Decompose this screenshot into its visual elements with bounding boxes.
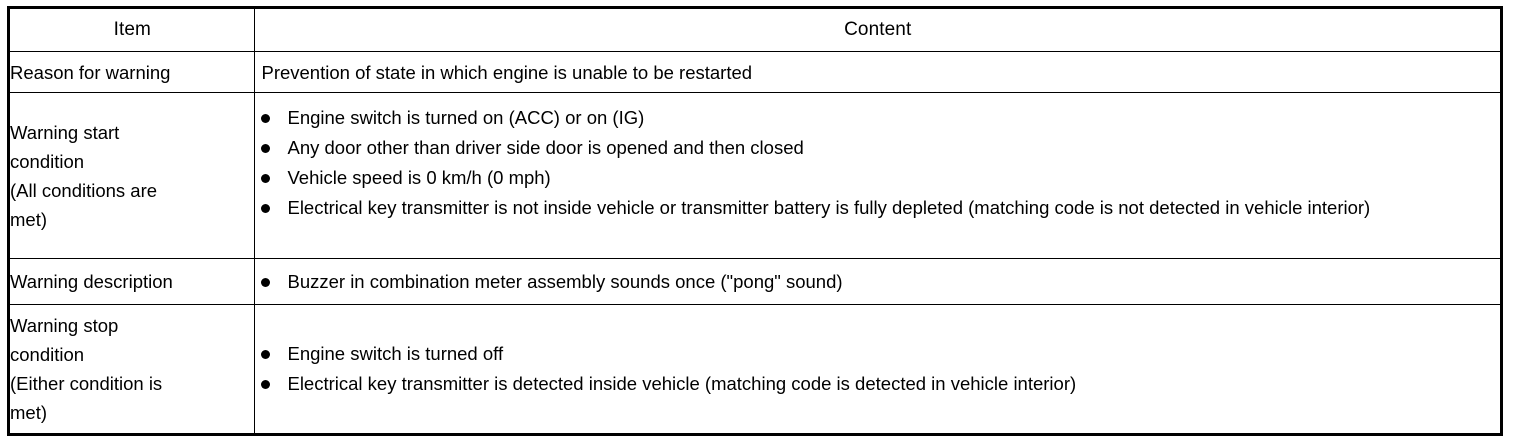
item-label-line: Warning description bbox=[10, 271, 173, 292]
item-label-line: (All conditions are bbox=[10, 179, 158, 201]
warning-spec-table: Item Content Reason for warning Preventi… bbox=[7, 6, 1503, 436]
list-item: Vehicle speed is 0 km/h (0 mph) bbox=[255, 163, 1500, 193]
bullet-list: Engine switch is turned off Electrical k… bbox=[255, 339, 1500, 399]
column-header-content: Content bbox=[254, 7, 1502, 52]
row-item-label-cell: Reason for warning bbox=[7, 51, 256, 93]
bullet-list: Buzzer in combination meter assembly sou… bbox=[255, 267, 1500, 297]
bullet-dot-icon bbox=[261, 277, 271, 287]
bullet-dot-icon bbox=[261, 114, 271, 123]
column-header-item: Item bbox=[7, 7, 256, 52]
list-item: Engine switch is turned off bbox=[255, 339, 1500, 369]
row-content-cell: Prevention of state in which engine is u… bbox=[254, 51, 1502, 93]
table-header-row: Item Content bbox=[7, 7, 1502, 52]
item-label-line: Warning stop bbox=[10, 315, 119, 336]
table-row: Warning description Buzzer in combinatio… bbox=[7, 258, 1502, 305]
list-item-text: Buzzer in combination meter assembly sou… bbox=[287, 270, 843, 292]
list-item: Electrical key transmitter is not inside… bbox=[255, 193, 1500, 223]
list-item-text: Electrical key transmitter is not inside… bbox=[287, 197, 1371, 218]
list-item: Electrical key transmitter is detected i… bbox=[255, 369, 1500, 399]
row-item-label-cell: Warning description bbox=[7, 258, 256, 305]
item-label-line: condition bbox=[10, 344, 85, 365]
item-label-line: (Either condition is bbox=[10, 373, 163, 394]
bullet-dot-icon bbox=[261, 204, 271, 213]
list-item: Any door other than driver side door is … bbox=[255, 133, 1500, 163]
bullet-dot-icon bbox=[261, 144, 271, 153]
list-item-text: Any door other than driver side door is … bbox=[287, 137, 804, 158]
row-content-cell: Buzzer in combination meter assembly sou… bbox=[254, 258, 1502, 305]
content-text: Prevention of state in which engine is u… bbox=[261, 61, 753, 83]
list-item: Buzzer in combination meter assembly sou… bbox=[255, 267, 1500, 297]
row-content-cell: Engine switch is turned off Electrical k… bbox=[254, 304, 1502, 435]
item-label-line: met) bbox=[10, 402, 47, 423]
list-item: Engine switch is turned on (ACC) or on (… bbox=[255, 103, 1500, 133]
table-row: Reason for warning Prevention of state i… bbox=[7, 51, 1502, 93]
row-content-cell: Engine switch is turned on (ACC) or on (… bbox=[254, 92, 1502, 259]
item-label-line: condition bbox=[10, 150, 85, 172]
row-item-label-cell: Warning start condition (All conditions … bbox=[7, 92, 256, 259]
bullet-dot-icon bbox=[261, 380, 271, 389]
list-item-text: Engine switch is turned off bbox=[287, 343, 504, 364]
bullet-dot-icon bbox=[261, 350, 271, 359]
bullet-dot-icon bbox=[261, 174, 271, 183]
list-item-text: Electrical key transmitter is detected i… bbox=[287, 373, 1077, 394]
bullet-list: Engine switch is turned on (ACC) or on (… bbox=[255, 103, 1500, 223]
list-item-text: Vehicle speed is 0 km/h (0 mph) bbox=[287, 167, 551, 188]
item-label-line: Warning start bbox=[10, 121, 120, 143]
table-row: Warning stop condition (Either condition… bbox=[7, 304, 1502, 435]
table-row: Warning start condition (All conditions … bbox=[7, 92, 1502, 259]
row-item-label-cell: Warning stop condition (Either condition… bbox=[7, 304, 256, 435]
item-label-line: met) bbox=[10, 208, 47, 230]
item-label-line: Reason for warning bbox=[10, 61, 171, 83]
list-item-text: Engine switch is turned on (ACC) or on (… bbox=[287, 107, 645, 128]
